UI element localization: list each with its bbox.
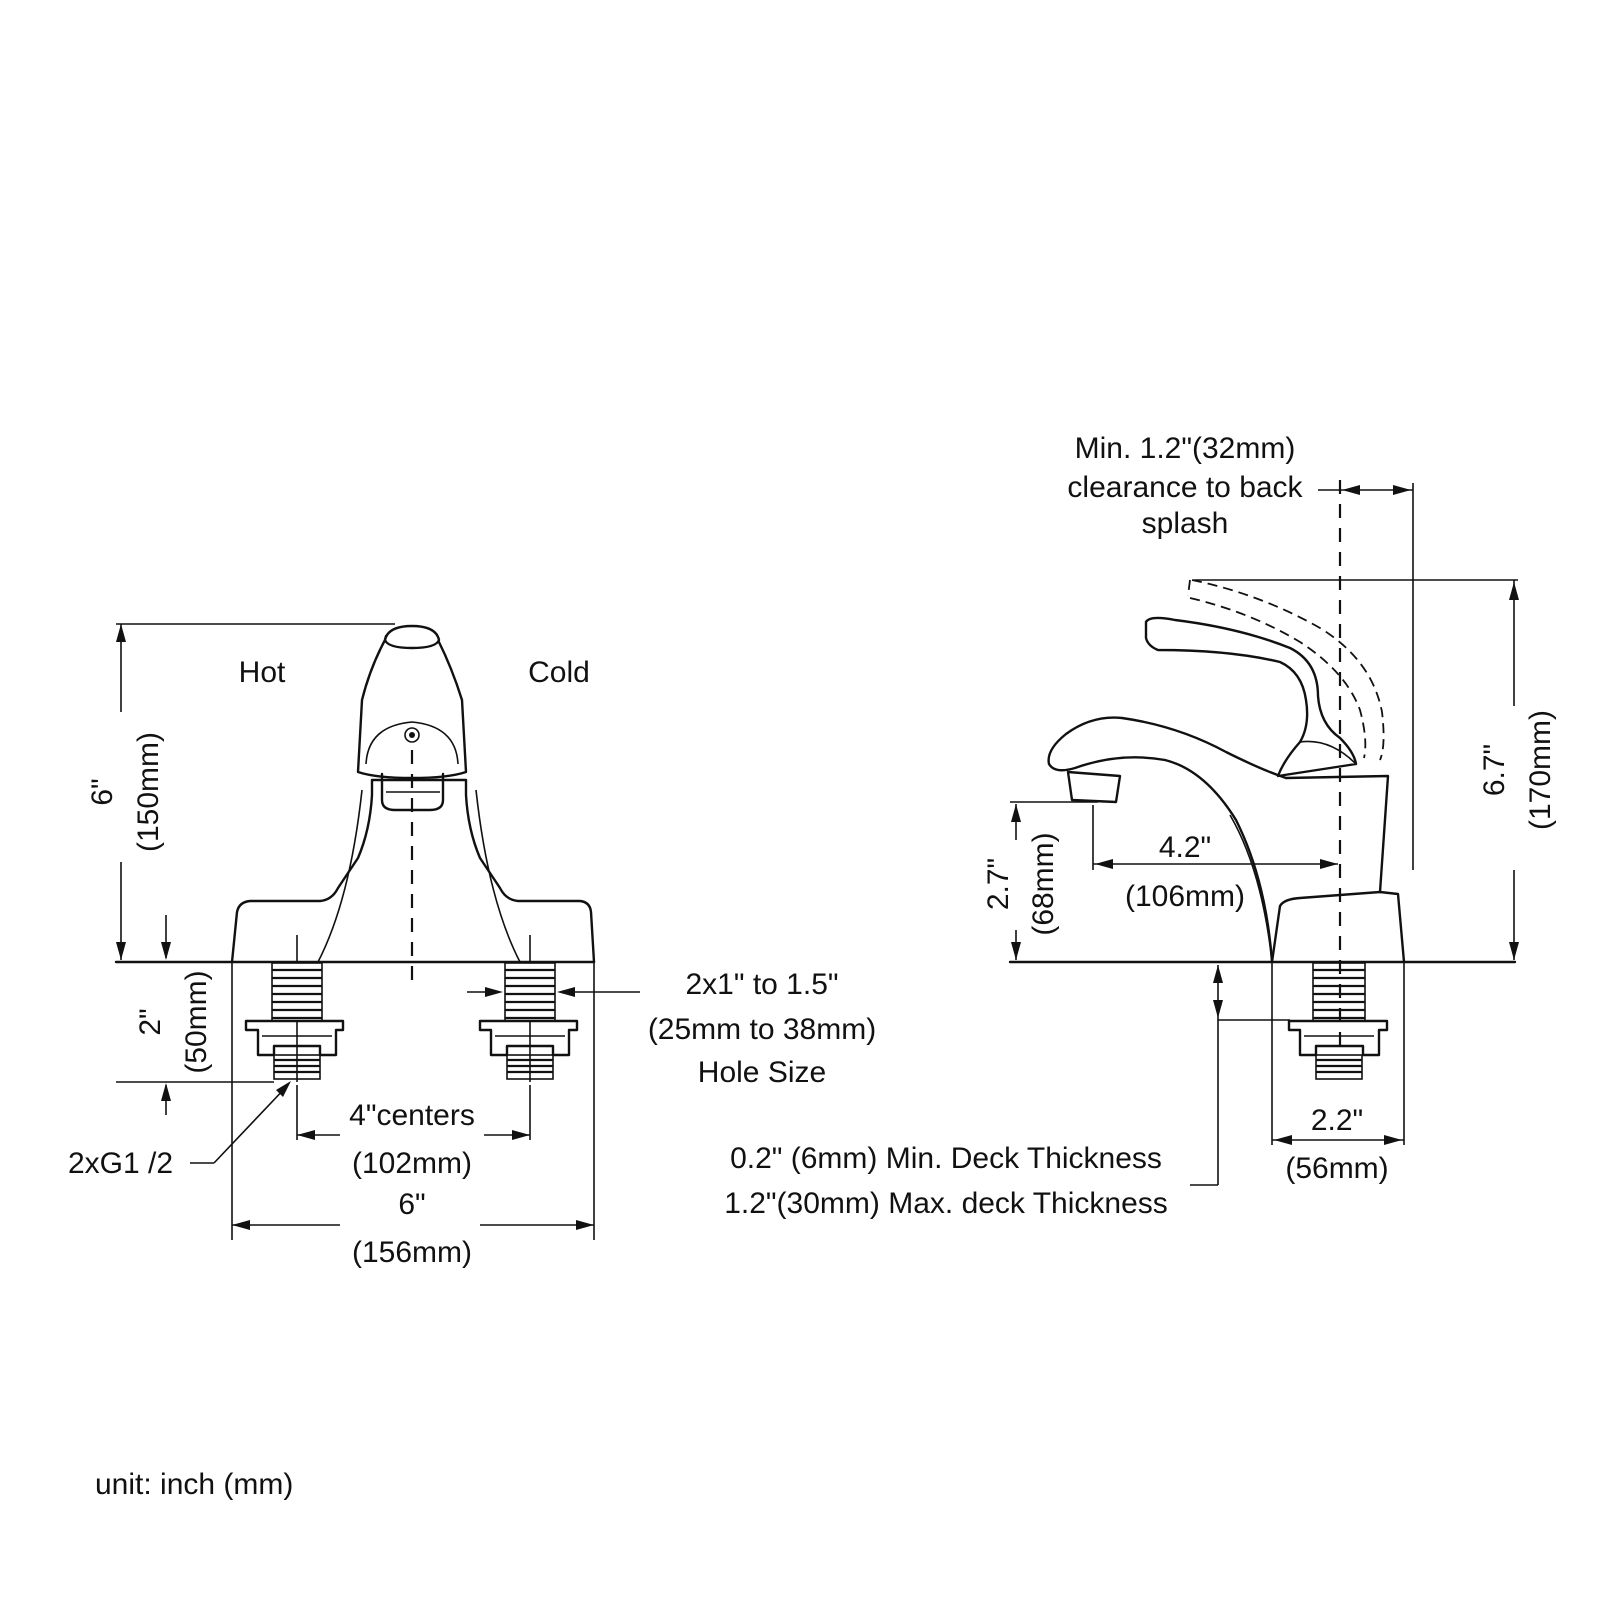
side-body-back xyxy=(1284,774,1390,894)
label-hot: Hot xyxy=(239,656,286,689)
hole-size-line3: Hole Size xyxy=(698,1056,826,1089)
front-base-plate xyxy=(230,778,596,964)
side-spout-height-mm: (68mm) xyxy=(1027,832,1060,935)
side-base-inch: 2.2" xyxy=(1311,1104,1363,1137)
front-handle-arch xyxy=(365,721,459,765)
front-height-mm: (150mm) xyxy=(132,732,165,852)
side-base-mm: (56mm) xyxy=(1285,1152,1388,1185)
front-shank-mm: (50mm) xyxy=(180,970,213,1073)
front-centers-inch: 4"centers xyxy=(349,1099,475,1132)
clearance-line2: clearance to back xyxy=(1067,471,1303,504)
front-height-inch: 6" xyxy=(86,778,119,805)
clearance-line1: Min. 1.2"(32mm) xyxy=(1075,432,1296,465)
front-width-inch: 6" xyxy=(398,1188,425,1221)
front-base-curve-left xyxy=(317,789,363,963)
side-spout xyxy=(1047,716,1288,964)
front-handle-body xyxy=(356,634,468,780)
front-base-curve-right xyxy=(475,789,521,963)
front-connection-leader xyxy=(213,1084,289,1164)
side-reach-inch: 4.2" xyxy=(1159,831,1211,864)
side-shank xyxy=(1287,962,1389,1080)
front-shank-cold xyxy=(478,962,579,1082)
label-cold: Cold xyxy=(528,656,590,689)
deck-min-thickness: 0.2" (6mm) Min. Deck Thickness xyxy=(730,1142,1162,1175)
side-height-inch: 6.7" xyxy=(1478,744,1511,796)
front-height-arrow-top xyxy=(116,624,126,642)
front-view: 6" (150mm) 2" (50mm) 2xG1 /2 4"centers (… xyxy=(68,623,876,1269)
side-aerator xyxy=(1066,770,1122,804)
hole-size-line2: (25mm to 38mm) xyxy=(648,1013,876,1046)
deck-max-thickness: 1.2"(30mm) Max. deck Thickness xyxy=(724,1187,1168,1220)
front-handle-cap xyxy=(383,624,441,650)
front-height-arrow-bottom xyxy=(116,942,126,960)
front-connection-label: 2xG1 /2 xyxy=(68,1147,173,1180)
side-lever-handle xyxy=(1144,616,1358,778)
side-view: Min. 1.2"(32mm) clearance to back splash… xyxy=(724,432,1557,1220)
side-height-mm: (170mm) xyxy=(1524,710,1557,830)
side-spout-height-inch: 2.7" xyxy=(982,858,1015,910)
front-handle-screw-icon xyxy=(404,727,420,743)
front-shank-hot xyxy=(244,962,345,1082)
clearance-line3: splash xyxy=(1142,507,1229,540)
side-body-base xyxy=(1270,890,1406,964)
front-centers-mm: (102mm) xyxy=(352,1147,472,1180)
side-reach-mm: (106mm) xyxy=(1125,880,1245,913)
front-width-mm: (156mm) xyxy=(352,1236,472,1269)
unit-note: unit: inch (mm) xyxy=(95,1468,293,1501)
front-shank-inch: 2" xyxy=(134,1008,167,1035)
hole-size-line1: 2x1" to 1.5" xyxy=(685,968,838,1001)
